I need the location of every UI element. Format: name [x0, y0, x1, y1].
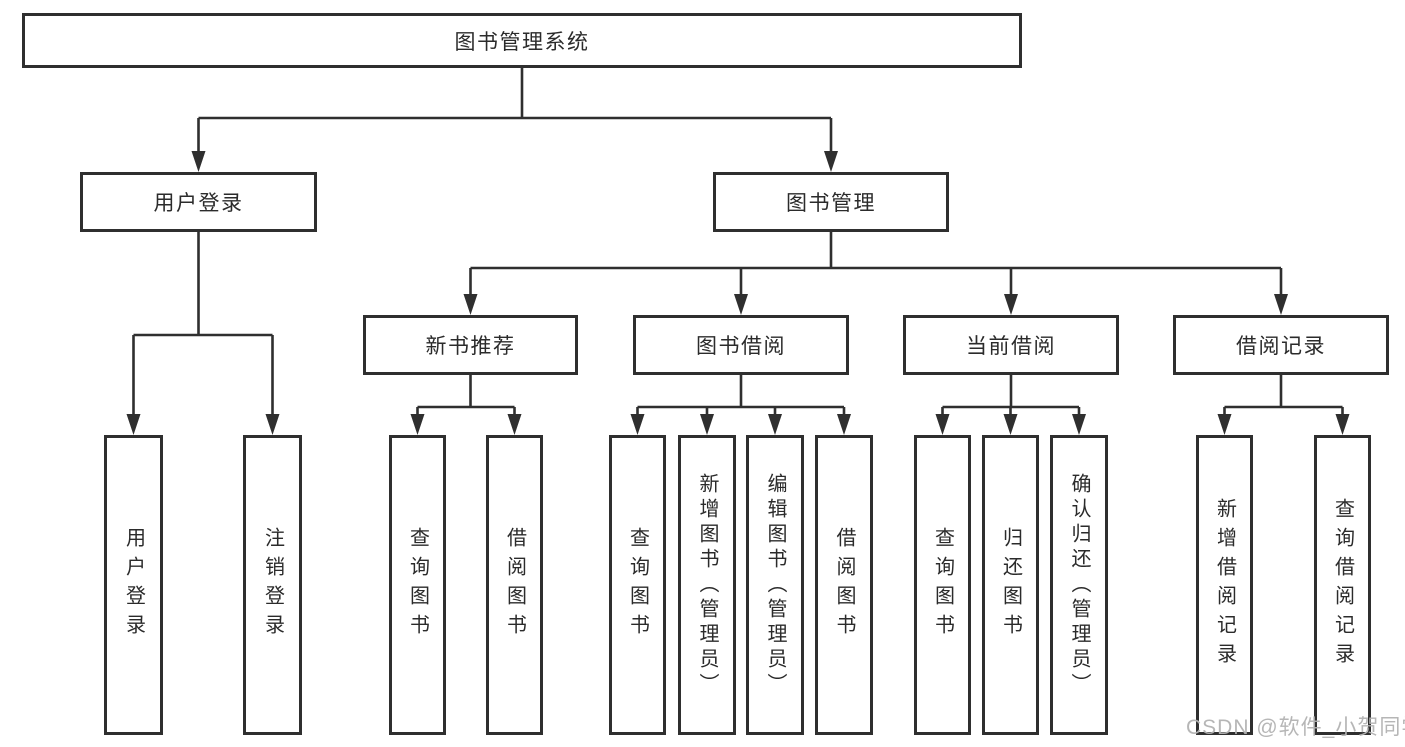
node-leaf-br-add-record-label: 新增借阅记录 — [1213, 498, 1236, 672]
node-leaf-nb-query-book: 查询图书 — [389, 435, 446, 735]
node-leaf-bb-borrow-book-label: 借阅图书 — [833, 527, 855, 643]
node-leaf-bb-add-book-label: 新增图书（管理员） — [696, 472, 718, 698]
node-current-borrow-label: 当前借阅 — [966, 335, 1056, 358]
node-new-book-recommend-label: 新书推荐 — [425, 335, 516, 358]
node-leaf-cb-query-book: 查询图书 — [914, 435, 971, 735]
node-leaf-logout-label: 注销登录 — [261, 527, 284, 643]
node-user-login-label: 用户登录 — [153, 192, 244, 215]
node-leaf-bb-borrow-book: 借阅图书 — [815, 435, 873, 735]
connector-current-borrow — [941, 375, 1081, 417]
node-leaf-user-login-label: 用户登录 — [122, 527, 145, 643]
node-leaf-cb-return-book: 归还图书 — [982, 435, 1039, 735]
node-book-borrow-label: 图书借阅 — [696, 335, 786, 358]
connector-user-login — [132, 232, 274, 417]
node-leaf-bb-edit-book: 编辑图书（管理员） — [746, 435, 804, 735]
node-leaf-bb-query-book-label: 查询图书 — [626, 527, 649, 643]
node-leaf-cb-query-book-label: 查询图书 — [931, 527, 954, 643]
csdn-watermark: CSDN @软件_小贺同学 — [1186, 716, 1405, 739]
node-leaf-bb-edit-book-label: 编辑图书（管理员） — [764, 472, 786, 698]
connector-book-borrow — [636, 375, 846, 417]
connector-new-book-rec — [416, 375, 516, 417]
node-leaf-bb-add-book: 新增图书（管理员） — [678, 435, 736, 735]
node-root-system-label: 图书管理系统 — [454, 30, 590, 54]
node-leaf-logout: 注销登录 — [243, 435, 302, 735]
node-leaf-br-add-record: 新增借阅记录 — [1196, 435, 1253, 735]
node-leaf-bb-query-book: 查询图书 — [609, 435, 666, 735]
connector-book-mgmt — [469, 232, 1283, 297]
node-leaf-nb-query-book-label: 查询图书 — [406, 527, 429, 643]
node-book-borrow: 图书借阅 — [633, 315, 849, 375]
node-leaf-nb-borrow-book-label: 借阅图书 — [503, 527, 526, 643]
node-current-borrow: 当前借阅 — [903, 315, 1119, 375]
node-root-system: 图书管理系统 — [22, 13, 1022, 68]
node-leaf-user-login: 用户登录 — [104, 435, 163, 735]
node-leaf-nb-borrow-book: 借阅图书 — [486, 435, 543, 735]
node-leaf-cb-confirm-return-label: 确认归还（管理员） — [1068, 472, 1090, 698]
connector-root — [197, 68, 833, 154]
node-new-book-recommend: 新书推荐 — [363, 315, 578, 375]
node-user-login: 用户登录 — [80, 172, 317, 232]
node-leaf-cb-return-book-label: 归还图书 — [999, 527, 1022, 643]
node-leaf-cb-confirm-return: 确认归还（管理员） — [1050, 435, 1108, 735]
node-leaf-br-query-record-label: 查询借阅记录 — [1331, 498, 1354, 672]
node-borrow-record-label: 借阅记录 — [1236, 335, 1326, 358]
node-book-management: 图书管理 — [713, 172, 949, 232]
node-leaf-br-query-record: 查询借阅记录 — [1314, 435, 1371, 735]
connector-borrow-record — [1223, 375, 1344, 417]
arrowheads — [126, 151, 1350, 435]
node-borrow-record: 借阅记录 — [1173, 315, 1389, 375]
node-book-management-label: 图书管理 — [786, 192, 876, 215]
